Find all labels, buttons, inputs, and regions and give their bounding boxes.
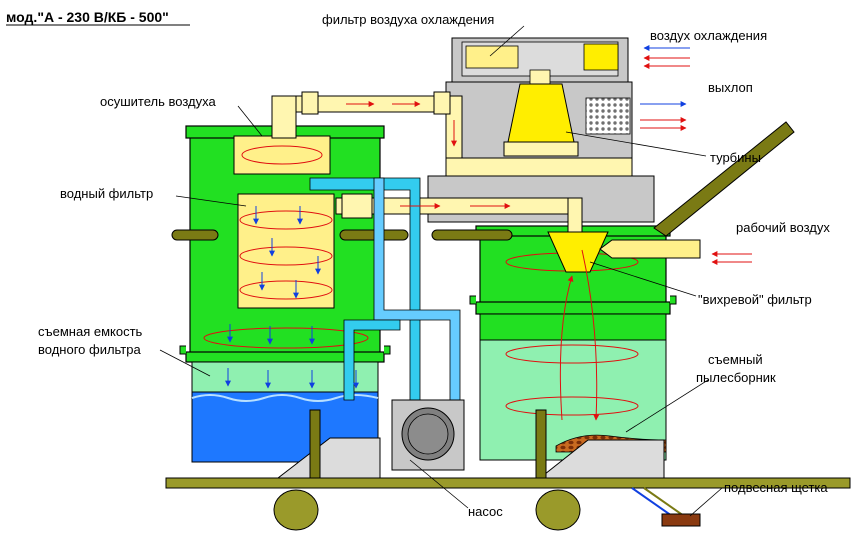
- turbine-cone: [507, 83, 575, 143]
- left-post: [309, 409, 321, 479]
- right-swirl-2: [505, 344, 639, 364]
- pipe-to-tank: [343, 319, 401, 401]
- label-turbines: турбины: [710, 150, 761, 165]
- hose-handle: [653, 121, 795, 237]
- arrow-vortex-up: [559, 275, 574, 421]
- arrow-vortex-down: [581, 249, 600, 421]
- leader-turbines: [565, 131, 707, 157]
- vortex-filter-cone: [547, 231, 609, 273]
- label-working-air: рабочий воздух: [736, 220, 830, 235]
- water-filter-swirl-2: [239, 246, 333, 266]
- right-post: [535, 409, 547, 479]
- turbine-base: [445, 157, 633, 177]
- left-tank-swirl: [203, 327, 369, 349]
- cooling-filter-grille: [583, 43, 619, 71]
- label-removable-dust-line2: пылесборник: [696, 370, 776, 385]
- turbine-plate: [503, 141, 579, 157]
- right-tank-mid-rim: [475, 301, 671, 315]
- right-tank-ring: [479, 313, 667, 341]
- leader-vortex: [589, 261, 697, 297]
- label-exhaust: выхлоп: [708, 80, 753, 95]
- air-flow-arrows: [225, 45, 752, 421]
- working-air-inlet: [599, 239, 701, 259]
- cooling-inlet: [529, 69, 551, 85]
- pump-wheel-inner: [407, 413, 449, 455]
- left-tank-handle: [171, 229, 219, 241]
- leader-dust: [625, 379, 709, 433]
- brush-arm-blue: [631, 487, 673, 517]
- water-tank-water: [191, 391, 379, 463]
- exhaust-grille: [585, 97, 631, 135]
- label-removable-dust-line1: съемный: [708, 352, 763, 367]
- water-filter-swirl-3: [239, 280, 333, 300]
- brush-arm-olive: [643, 487, 685, 517]
- label-vortex-filter: "вихревой" фильтр: [698, 292, 812, 307]
- hanging-brush: [661, 513, 701, 527]
- dryer-riser: [271, 95, 297, 139]
- leader-water-filter: [175, 195, 247, 207]
- cross-duct-coupling: [341, 193, 373, 219]
- cooling-filter-element: [465, 45, 519, 69]
- right-wheel: [535, 489, 581, 531]
- water-filter-swirl-1: [239, 210, 333, 230]
- left-wheel: [273, 489, 319, 531]
- leader-cooling-filter: [489, 25, 525, 57]
- left-latch: [179, 345, 186, 355]
- label-pump: насос: [468, 504, 503, 519]
- leader-pump: [409, 459, 469, 509]
- leader-lines: [159, 25, 723, 517]
- right-swirl-3: [505, 396, 639, 416]
- air-dryer-swirl: [241, 145, 323, 165]
- label-cooling-air-filter: фильтр воздуха охлаждения: [322, 12, 494, 27]
- left-latch-right: [384, 345, 391, 355]
- right-latch-right: [670, 295, 677, 305]
- right-ramp: [538, 439, 665, 479]
- label-removable-tank-line2: водного фильтра: [38, 342, 141, 357]
- label-cooling-air: воздух охлаждения: [650, 28, 767, 43]
- model-title: мод."А - 230 В/КБ - 500": [6, 9, 169, 25]
- leader-brush: [689, 487, 723, 517]
- chassis: [165, 409, 851, 531]
- label-air-dryer: осушитель воздуха: [100, 94, 216, 109]
- air-dryer-box: [233, 135, 331, 175]
- label-hanging-brush: подвесная щетка: [724, 480, 828, 495]
- label-removable-tank-line1: съемная емкость: [38, 324, 143, 339]
- leader-removable-tank: [159, 349, 211, 377]
- water-filter-box: [237, 193, 335, 309]
- right-tank: [431, 225, 677, 461]
- leader-air-dryer: [237, 105, 263, 137]
- right-latch: [469, 295, 476, 305]
- right-tank-handle: [431, 229, 513, 241]
- duct-coupling-right: [433, 91, 451, 115]
- chassis-frame: [165, 477, 851, 489]
- duct-coupling-left: [301, 91, 319, 115]
- water-surface: [191, 394, 379, 402]
- label-water-filter: водный фильтр: [60, 186, 153, 201]
- cross-duct-drop: [567, 197, 583, 233]
